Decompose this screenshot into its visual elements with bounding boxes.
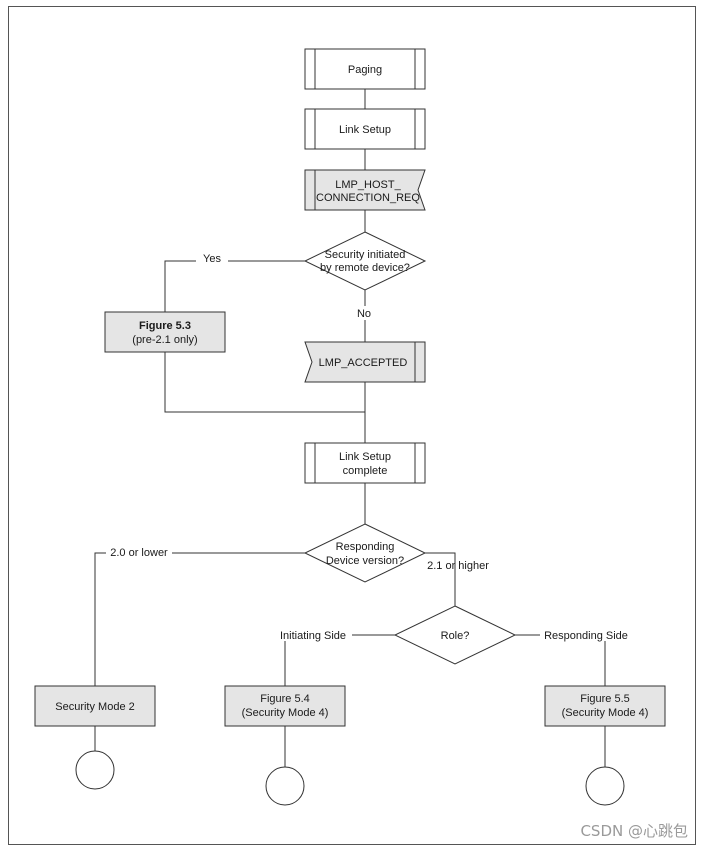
terminal-connector-fig54 (265, 766, 305, 806)
edge-higher (425, 552, 456, 606)
figure-5-5-subtitle: (Security Mode 4) (562, 707, 649, 719)
figure-5-3-box: Figure 5.3 (pre-2.1 only) (104, 311, 226, 353)
security-decision-diamond: Security initiated by remote device? (303, 231, 427, 291)
link-setup-complete-line1: Link Setup (339, 451, 391, 463)
watermark: CSDN @心跳包 (580, 822, 688, 840)
paging-label: Paging (348, 64, 382, 76)
edge-initiating (284, 634, 395, 686)
frame-border (8, 6, 696, 845)
link-setup-box: Link Setup (304, 108, 426, 150)
security-mode-2-box: Security Mode 2 (34, 685, 156, 727)
edge-label-no: No (357, 308, 371, 320)
edge-label-initiating: Initiating Side (280, 630, 346, 642)
lmp-accepted-box: LMP_ACCEPTED (304, 341, 426, 383)
edge-label-lower: 2.0 or lower (110, 547, 168, 559)
terminal-connector-fig55 (585, 766, 625, 806)
edge-yes (164, 260, 305, 312)
link-setup-complete-line2: complete (343, 465, 388, 477)
figure-5-3-title: Figure 5.3 (139, 320, 191, 332)
figure-5-4-subtitle: (Security Mode 4) (242, 707, 329, 719)
lmp-accepted-label: LMP_ACCEPTED (319, 357, 408, 369)
edge-responding (515, 634, 606, 686)
terminal-connector-sm2 (75, 750, 115, 790)
link-setup-label: Link Setup (339, 124, 391, 136)
edge-label-responding: Responding Side (544, 630, 628, 642)
role-decision-label: Role? (441, 630, 470, 642)
figure-5-4-title: Figure 5.4 (260, 693, 310, 705)
edge-label-higher: 2.1 or higher (427, 560, 489, 572)
role-decision-diamond: Role? (393, 605, 517, 665)
version-decision-diamond: Responding Device version? (303, 523, 427, 583)
security-decision-line1: Security initiated (325, 249, 406, 261)
link-setup-complete-box: Link Setup complete (304, 442, 426, 484)
lmp-host-label-line1: LMP_HOST_ (335, 179, 401, 191)
lmp-host-connection-req-box: LMP_HOST_ CONNECTION_REQ (304, 169, 426, 211)
edge-fig53-merge (164, 352, 365, 413)
security-decision-line2: by remote device? (320, 262, 410, 274)
lmp-host-label-line2: CONNECTION_REQ (316, 192, 420, 204)
edge-lower (94, 552, 305, 686)
paging-box: Paging (304, 48, 426, 90)
figure-5-4-box: Figure 5.4 (Security Mode 4) (224, 685, 346, 727)
figure-5-5-box: Figure 5.5 (Security Mode 4) (544, 685, 666, 727)
figure-5-3-subtitle: (pre-2.1 only) (132, 334, 197, 346)
version-decision-line1: Responding (336, 541, 395, 553)
figure-5-5-title: Figure 5.5 (580, 693, 630, 705)
edge-label-yes: Yes (203, 253, 221, 265)
version-decision-line2: Device version? (326, 555, 404, 567)
security-mode-2-label: Security Mode 2 (55, 701, 134, 713)
